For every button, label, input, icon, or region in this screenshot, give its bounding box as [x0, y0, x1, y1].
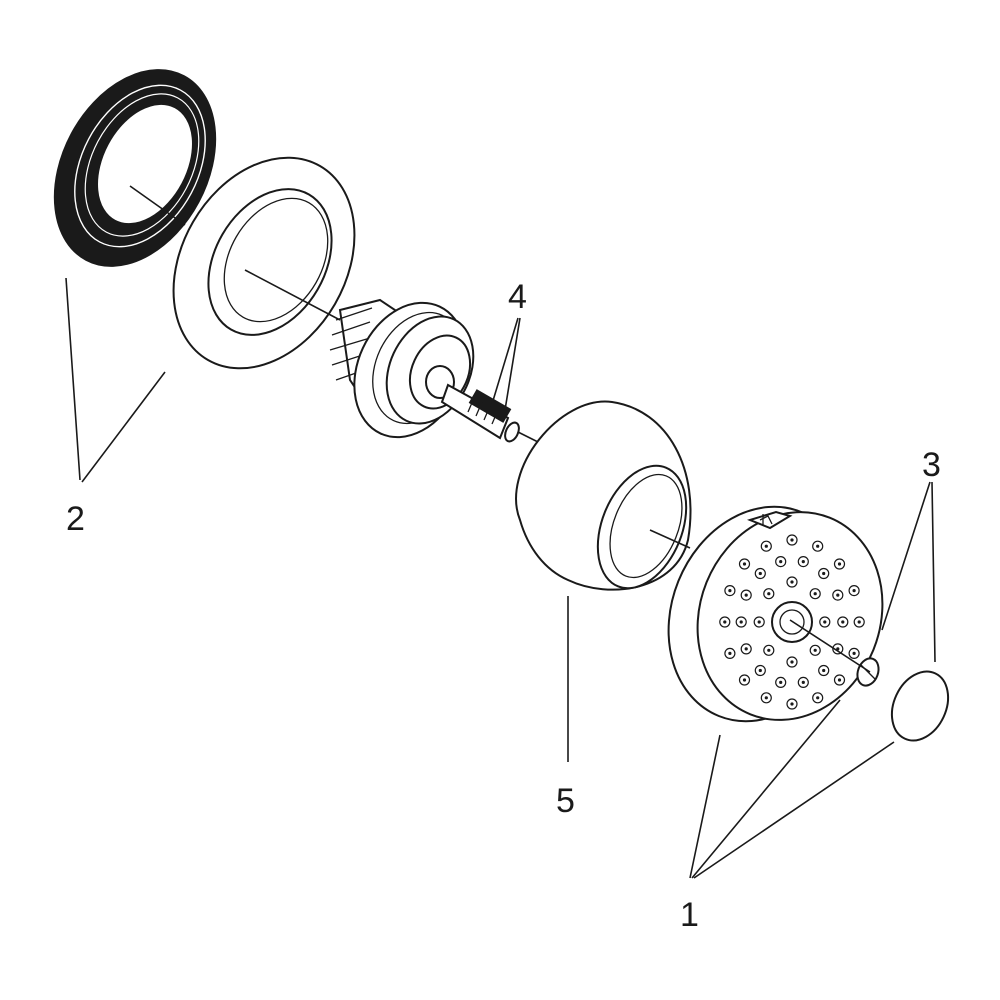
callout-3: 3: [922, 446, 941, 484]
spray-nozzle-hole: [758, 571, 762, 576]
spray-nozzle-hole: [822, 668, 826, 673]
spray-nozzle-hole: [742, 562, 747, 566]
spray-nozzle-hole: [757, 620, 761, 624]
spray-nozzle-hole: [739, 620, 743, 624]
spray-nozzle-hole: [790, 660, 794, 664]
callout-1: 1: [680, 896, 699, 934]
spray-nozzle-hole: [744, 593, 748, 597]
spray-nozzle-hole: [822, 571, 826, 576]
spray-nozzle-hole: [742, 678, 747, 682]
callout-5: 5: [556, 782, 575, 820]
assembly-axis: [129, 185, 871, 673]
spray-nozzle-hole: [816, 544, 820, 548]
spray-nozzle-hole: [790, 538, 794, 542]
black-seal-ring: [53, 69, 217, 267]
spray-nozzle-hole: [837, 562, 842, 566]
spray-nozzle-hole: [852, 651, 856, 656]
spray-nozzle-hole: [836, 593, 840, 597]
spray-nozzle-hole: [767, 592, 771, 596]
spray-nozzles: [719, 534, 865, 710]
spray-nozzle-hole: [744, 647, 748, 651]
spray-nozzle-hole: [813, 648, 817, 652]
spray-nozzle-hole: [723, 620, 727, 624]
spray-nozzle-hole: [801, 560, 805, 564]
callout-4: 4: [508, 278, 527, 316]
spray-nozzle-hole: [857, 620, 861, 624]
shower-head: [667, 505, 884, 723]
spray-nozzle-hole: [728, 589, 732, 593]
spray-nozzle-hole: [728, 651, 732, 656]
spray-nozzle-hole: [779, 680, 783, 685]
spray-nozzle-hole: [779, 560, 783, 564]
center-screw-cap: [856, 657, 950, 742]
spray-nozzle-hole: [764, 696, 768, 700]
spray-nozzle-hole: [758, 668, 762, 673]
callout-2: 2: [66, 500, 85, 538]
cover-cap: [515, 400, 692, 591]
spray-nozzle-hole: [813, 592, 817, 596]
spray-nozzle-hole: [790, 702, 794, 706]
spray-nozzle-hole: [816, 696, 820, 700]
spray-nozzle-hole: [767, 648, 771, 652]
spray-nozzle-hole: [841, 620, 845, 624]
spray-nozzle-hole: [837, 678, 842, 682]
spray-nozzle-hole: [823, 620, 827, 624]
spray-nozzle-hole: [790, 580, 794, 584]
valve-body-cartridge: [329, 298, 547, 447]
spray-nozzle-hole: [852, 589, 856, 593]
spray-nozzle-hole: [764, 544, 768, 548]
spray-nozzle-hole: [801, 680, 805, 685]
leader-lines: [65, 277, 936, 879]
